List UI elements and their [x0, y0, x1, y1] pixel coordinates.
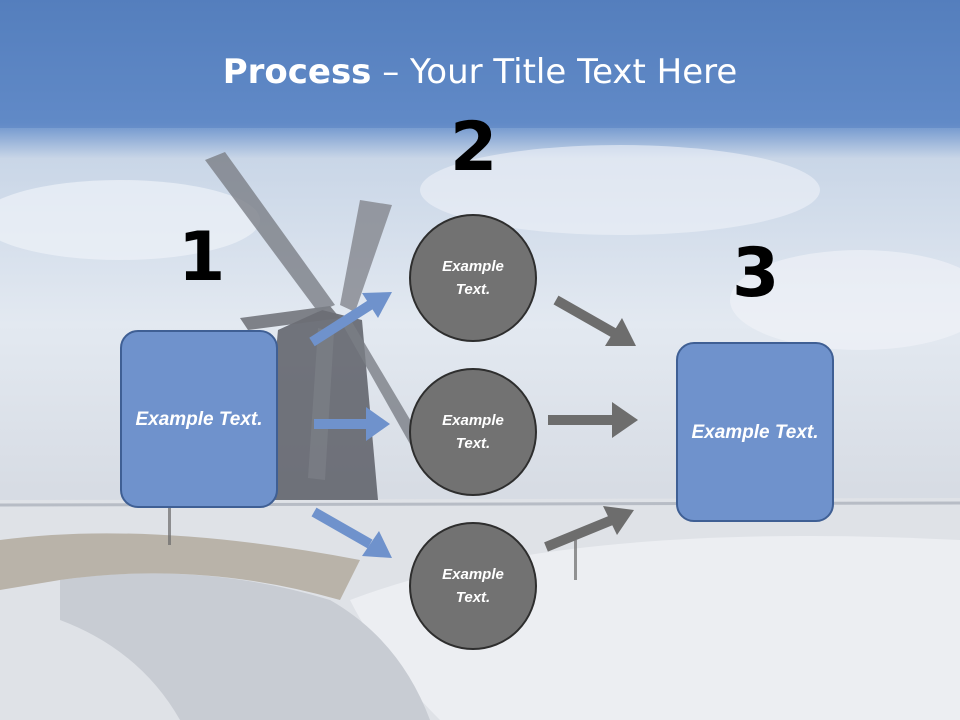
- step-2-circle-top-text: Example Text.: [442, 258, 504, 298]
- arrow-bottom-to-3: [544, 506, 634, 552]
- step-2-circle-middle-text: Example Text.: [442, 412, 504, 452]
- step-1-number: 1: [178, 218, 226, 297]
- step-3-number: 3: [732, 234, 780, 313]
- step-2-circle-middle: Example Text.: [409, 368, 537, 496]
- title-rest: – Your Title Text Here: [371, 52, 738, 92]
- step-2-circle-bottom: Example Text.: [409, 522, 537, 650]
- step-1-text: Example Text.: [135, 408, 263, 430]
- arrow-middle-to-3: [548, 402, 638, 438]
- slide-title: Process – Your Title Text Here: [0, 52, 960, 92]
- arrow-top-to-3: [553, 295, 636, 346]
- step-3-text: Example Text.: [691, 421, 819, 443]
- step-2-circle-bottom-text: Example Text.: [442, 566, 504, 606]
- arrow-1-to-middle: [314, 407, 390, 441]
- step-2-number: 2: [450, 108, 498, 187]
- title-bold: Process: [222, 52, 372, 92]
- arrow-1-to-bottom: [311, 507, 392, 558]
- step-3-box: Example Text.: [676, 342, 834, 522]
- arrow-1-to-top: [309, 292, 392, 347]
- step-2-circle-top: Example Text.: [409, 214, 537, 342]
- step-1-box: Example Text.: [120, 330, 278, 508]
